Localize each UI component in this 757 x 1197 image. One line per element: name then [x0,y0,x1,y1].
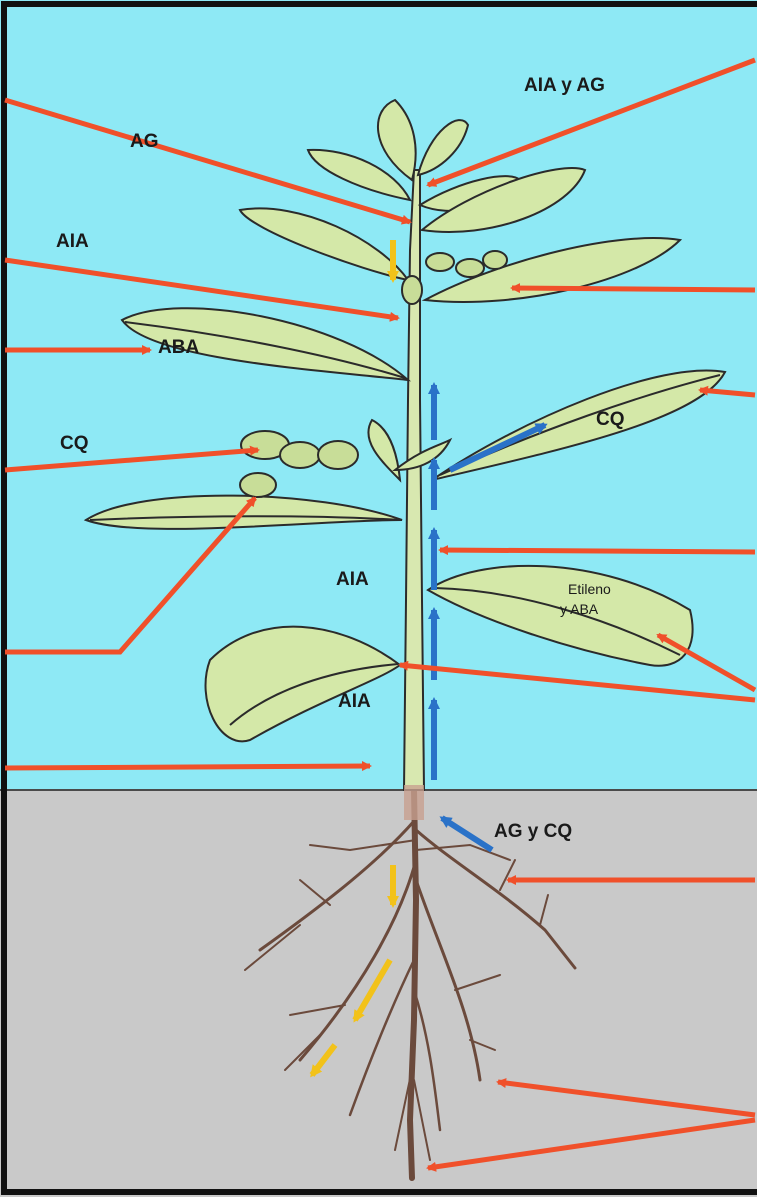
label-apex-top: AIA y AG [524,76,605,95]
callout-arrow [512,288,755,290]
callout-arrow [440,550,755,552]
label-leaf-right: CQ [596,410,625,429]
label-stem-lower: AIA [338,692,371,711]
label-leaf-lower-right-2: y ABA [560,600,598,619]
stem-base [404,785,424,820]
label-root-top: AG y CQ [494,822,572,841]
callout-arrow [5,766,370,768]
label-apex-left: AG [130,132,159,151]
label-fruit-left: CQ [60,434,89,453]
label-leaf-upper-left: ABA [158,338,199,357]
label-stem-middle: AIA [336,570,369,589]
label-leaf-lower-right-1: Etileno [568,580,611,599]
label-upper-left: AIA [56,232,89,251]
